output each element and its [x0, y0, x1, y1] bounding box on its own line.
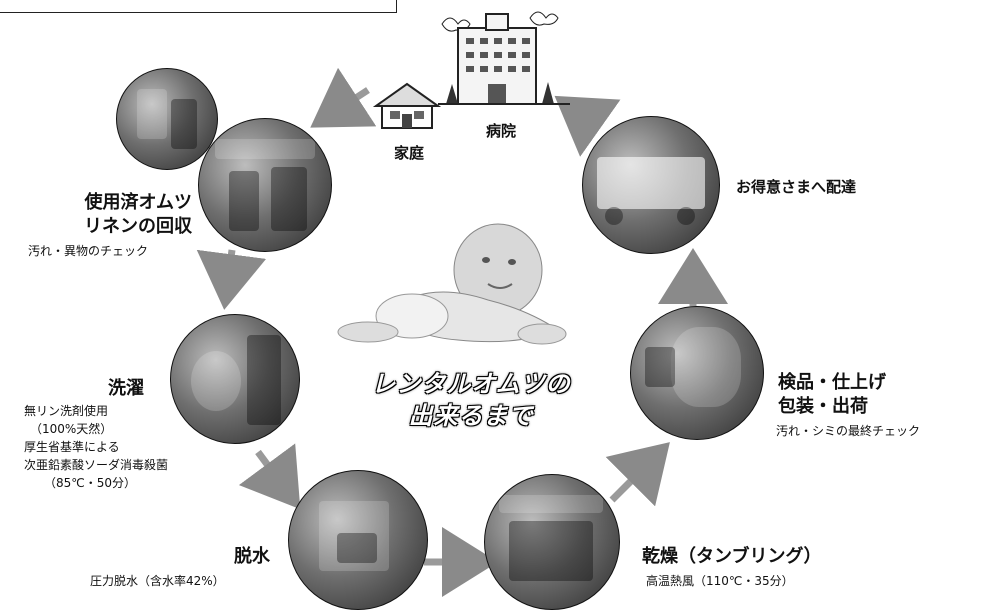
drying-photo [484, 474, 620, 610]
washing-photo [170, 314, 300, 444]
collection-title-line2: リネンの回収 [84, 216, 192, 237]
washing-line5: （85℃・50分） [44, 476, 137, 490]
washing-line1: 無リン洗剤使用 [24, 404, 109, 418]
arrow-washing-to-dewater [238, 443, 301, 510]
drying-title: 乾燥（タンブリング） [642, 546, 822, 567]
hospital-label: 病院 [486, 122, 517, 140]
home-label: 家庭 [394, 144, 425, 162]
inspection-title-line1: 検品・仕上げ [778, 372, 886, 393]
washing-line3: 厚生省基準による [24, 440, 120, 454]
arrow-drying-to-inspection [605, 442, 670, 507]
delivery-photo [582, 116, 720, 254]
inspection-title-line2: 包装・出荷 [778, 396, 868, 417]
washing-line2: （100%天然） [30, 422, 113, 436]
collection-title-line1: 使用済オムツ [84, 192, 192, 213]
inspection-sub: 汚れ・シミの最終チェック [776, 424, 921, 438]
collection-photo-small [116, 68, 218, 170]
arrow-collection-to-washing [196, 249, 267, 310]
drying-sub: 高温熱風（110℃・35分） [646, 574, 794, 588]
center-title-line1: レンタルオムツの [371, 370, 571, 398]
washing-title: 洗濯 [108, 378, 144, 399]
hospital-icon [438, 11, 570, 105]
center-title: レンタルオムツの 出来るまで [346, 368, 596, 433]
dewater-sub: 圧力脱水（含水率42%） [90, 574, 225, 588]
top-frame-box [0, 0, 397, 13]
dewater-title: 脱水 [234, 546, 270, 567]
delivery-label: お得意さまへ配達 [736, 178, 857, 196]
washing-line4: 次亜鉛素酸ソーダ消毒殺菌 [24, 458, 169, 472]
baby-crawling-image [337, 223, 567, 345]
arrow-delivery-to-hospital [554, 95, 621, 157]
center-title-line2: 出来るまで [408, 402, 534, 431]
collection-photo [198, 118, 332, 252]
collection-sub: 汚れ・異物のチェック [28, 244, 149, 258]
inspection-photo [630, 306, 764, 440]
home-icon [372, 82, 442, 129]
dewater-photo [288, 470, 428, 610]
arrow-home-to-collection [310, 67, 377, 128]
